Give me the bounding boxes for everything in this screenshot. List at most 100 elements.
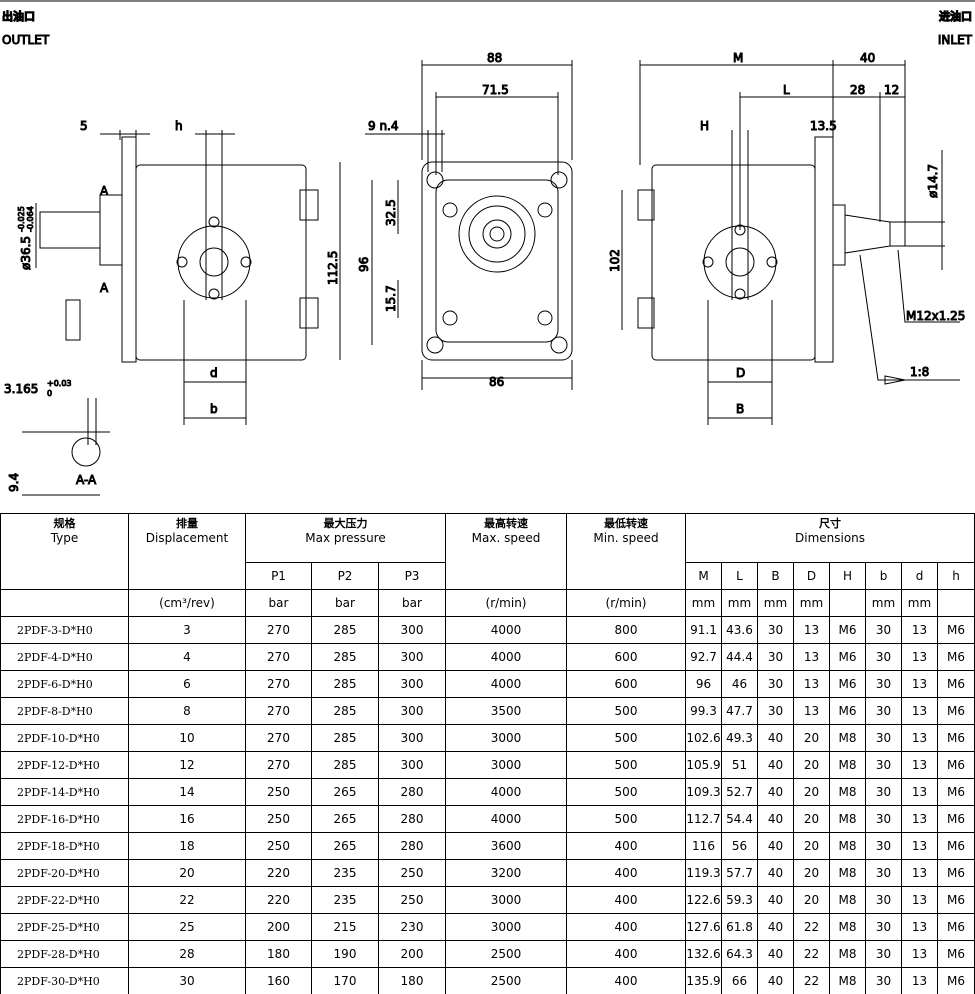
dim-L: L (783, 83, 790, 97)
value-cell: 500 (566, 805, 686, 833)
value-cell: 190 (311, 940, 379, 968)
value-cell: 8 (128, 697, 246, 725)
value-cell: 270 (245, 670, 312, 698)
value-cell: 6 (128, 670, 246, 698)
value-cell: 300 (378, 724, 446, 752)
value-cell: 180 (245, 940, 312, 968)
subheader-P3: P3 (378, 562, 446, 590)
value-cell: 28 (128, 940, 246, 968)
value-cell: 160 (245, 967, 312, 994)
subheader-b: b (865, 562, 902, 590)
model-cell: 2PDF-30-D*H0 (0, 967, 129, 994)
value-cell: M6 (936, 940, 975, 968)
tol-up: -0.025 (17, 206, 26, 232)
side-view-outlet (22, 130, 319, 496)
value-cell: 250 (245, 832, 312, 860)
value-cell: 3000 (445, 751, 567, 779)
value-cell: 250 (378, 859, 446, 887)
value-cell: 30 (865, 724, 902, 752)
dim-d: d (210, 366, 218, 380)
model-cell: 2PDF-12-D*H0 (0, 751, 129, 779)
value-cell: 280 (378, 778, 446, 806)
value-cell: 270 (245, 751, 312, 779)
dim-h: h (175, 119, 183, 133)
value-cell: 4000 (445, 778, 567, 806)
subheader-B: B (757, 562, 794, 590)
unit-cell: mm (865, 589, 902, 617)
dim-taper: 1:8 (910, 365, 929, 379)
section-a-top: A (100, 184, 109, 198)
section-label: A-A (76, 473, 97, 487)
dim-96: 96 (357, 257, 371, 272)
value-cell: 13 (901, 643, 938, 671)
value-cell: 400 (566, 967, 686, 994)
value-cell: 20 (793, 724, 830, 752)
value-cell: 215 (311, 913, 379, 941)
value-cell: M6 (936, 778, 975, 806)
value-cell: 66 (721, 967, 758, 994)
value-cell: 30 (865, 616, 902, 644)
key-tol-up: +0.03 (47, 379, 72, 388)
value-cell: 20 (793, 778, 830, 806)
dim-86: 86 (489, 375, 504, 389)
dim-M: M (733, 51, 743, 65)
dim-88: 88 (487, 51, 502, 65)
value-cell: M6 (829, 643, 866, 671)
value-cell: 20 (793, 751, 830, 779)
value-cell: M6 (936, 697, 975, 725)
value-cell: 13 (901, 751, 938, 779)
value-cell: M6 (936, 616, 975, 644)
value-cell: 64.3 (721, 940, 758, 968)
value-cell: 13 (901, 697, 938, 725)
value-cell: 40 (757, 724, 794, 752)
value-cell: M6 (936, 967, 975, 994)
value-cell: M6 (829, 697, 866, 725)
value-cell: 13 (901, 940, 938, 968)
subheader-M: M (685, 562, 722, 590)
value-cell: 22 (128, 886, 246, 914)
value-cell: 500 (566, 778, 686, 806)
dim-key-height: 9.4 (7, 473, 21, 492)
value-cell: 2500 (445, 940, 567, 968)
value-cell: 22 (793, 967, 830, 994)
key-tol-low: 0 (47, 389, 52, 398)
value-cell: 400 (566, 886, 686, 914)
value-cell: 3000 (445, 913, 567, 941)
side-view-inlet (621, 60, 960, 425)
value-cell: M6 (936, 643, 975, 671)
value-cell: 40 (757, 967, 794, 994)
model-cell: 2PDF-3-D*H0 (0, 616, 129, 644)
value-cell: 40 (757, 805, 794, 833)
value-cell: 270 (245, 724, 312, 752)
value-cell: 61.8 (721, 913, 758, 941)
value-cell: 600 (566, 670, 686, 698)
value-cell: 4000 (445, 643, 567, 671)
value-cell: M8 (829, 778, 866, 806)
dim-15-7: 15.7 (384, 285, 398, 312)
value-cell: 102.6 (685, 724, 722, 752)
value-cell: 13 (901, 859, 938, 887)
value-cell: 99.3 (685, 697, 722, 725)
outlet-en: OUTLET (2, 33, 50, 47)
value-cell: 13 (901, 670, 938, 698)
model-cell: 2PDF-25-D*H0 (0, 913, 129, 941)
section-a-bottom: A (100, 281, 109, 295)
value-cell: 30 (865, 778, 902, 806)
value-cell: 400 (566, 832, 686, 860)
dim-12: 12 (884, 83, 899, 97)
model-cell: 2PDF-6-D*H0 (0, 670, 129, 698)
value-cell: 40 (757, 913, 794, 941)
dim-holes: 9 n.4 (368, 119, 399, 133)
value-cell: 285 (311, 724, 379, 752)
value-cell: 13 (901, 832, 938, 860)
subheader-H: H (829, 562, 866, 590)
value-cell: 235 (311, 886, 379, 914)
value-cell: 20 (793, 805, 830, 833)
value-cell: M6 (936, 859, 975, 887)
